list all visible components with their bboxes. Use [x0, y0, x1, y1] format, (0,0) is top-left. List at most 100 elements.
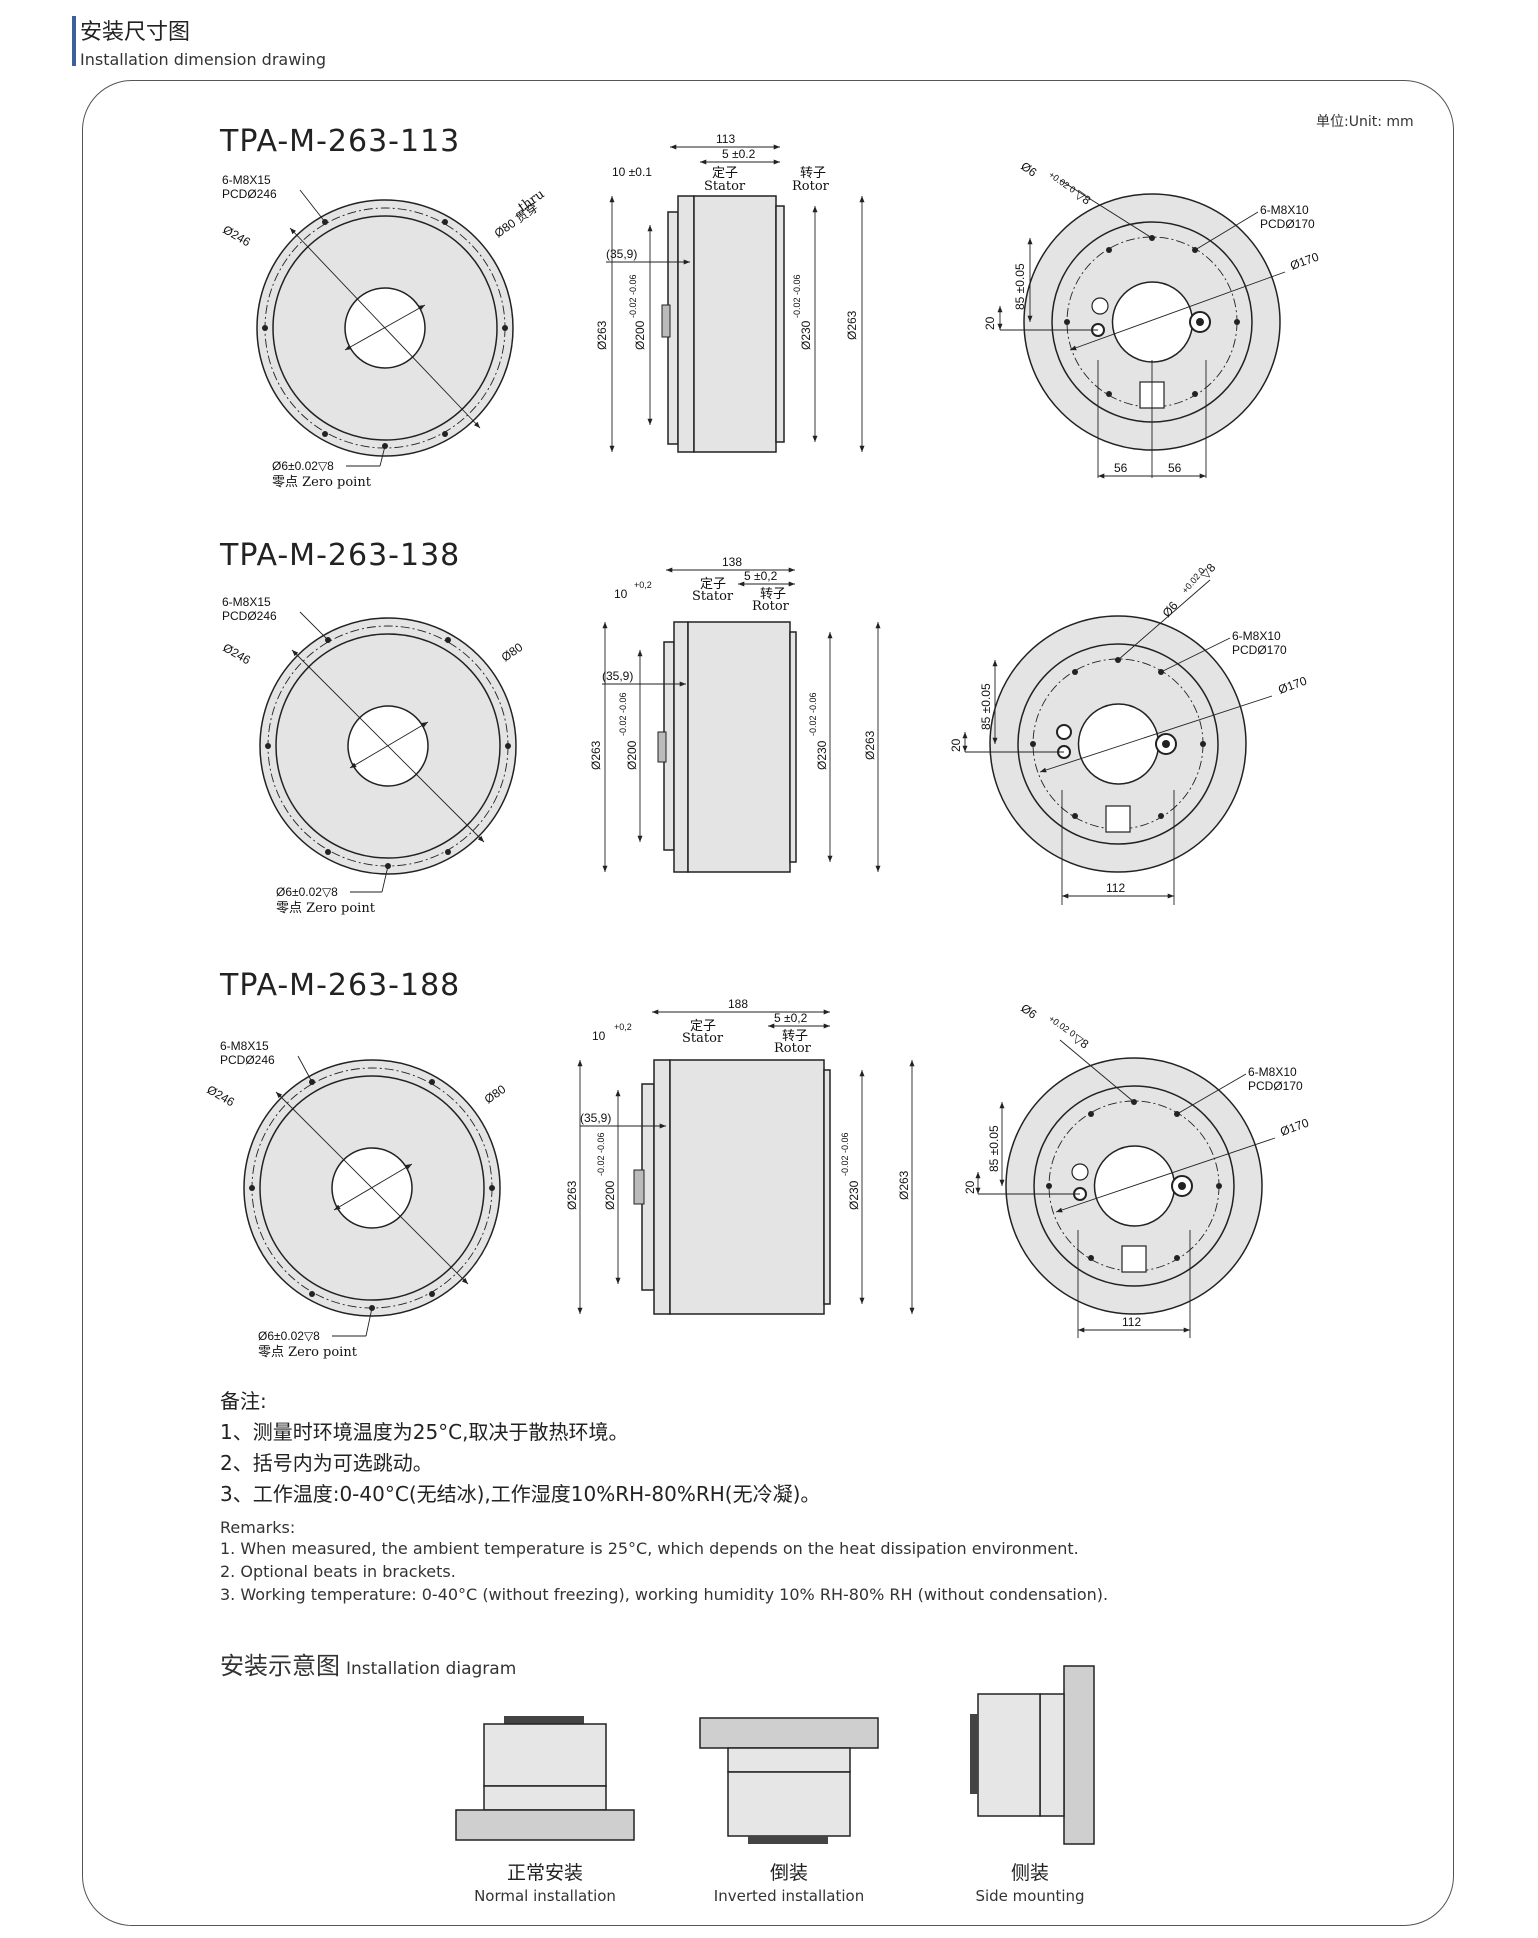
back-view-188: Ø6 +0.02 0 ▽8 6-M8X10 PCDØ170 Ø170 85 ±0… — [963, 1001, 1311, 1338]
back-pin-138: Ø6 — [1160, 598, 1181, 620]
front-zero-dim-188: Ø6±0.02▽8 — [258, 1329, 320, 1343]
front-zero-label-113: 零点 Zero point — [272, 475, 372, 490]
side-rotor-zh-138: 转子 — [760, 587, 786, 602]
note-en-3: 3. Working temperature: 0-40°C (without … — [220, 1585, 1109, 1604]
side-rotor-en-113: Rotor — [792, 179, 830, 194]
back-view-138: Ø6 +0.02 0 ▽8 6-M8X10 PCDØ170 Ø170 85 ±0… — [949, 560, 1309, 905]
back-pcd-113: PCDØ170 — [1260, 217, 1315, 231]
front-outer-138: Ø246 — [221, 640, 254, 667]
side-tol200-138: -0.02 -0.06 — [618, 692, 628, 736]
notes-section: 备注: 1、测量时环境温度为25°C,取决于散热环境。 2、括号内为可选跳动。 … — [220, 1386, 1108, 1606]
front-pcd-188: PCDØ246 — [220, 1053, 275, 1067]
section-header: 安装尺寸图 Installation dimension drawing — [72, 14, 327, 69]
install-normal-en: Normal installation — [474, 1887, 616, 1905]
side-tol200-188: -0.02 -0.06 — [596, 1132, 606, 1176]
back-view-113: Ø6 +0.02 0 ▽8 6-M8X10 PCDØ170 Ø170 85 ±0… — [983, 159, 1321, 479]
side-stator-gap-113: 10 ±0.1 — [612, 165, 652, 179]
side-tol200-113: -0.02 -0.06 — [628, 274, 638, 318]
front-view-188: 6-M8X15 PCDØ246 Ø246 Ø80 Ø6±0.02▽8 零点 Ze… — [205, 1039, 509, 1360]
side-dright-113: Ø263 — [845, 310, 859, 340]
back-holes-188: 6-M8X10 — [1248, 1065, 1297, 1079]
back-v1-188: 85 ±0.05 — [987, 1125, 1001, 1172]
model-title-188: TPA-M-263-188 — [220, 968, 461, 1003]
front-holes-113: 6-M8X15 — [222, 173, 271, 187]
back-v2-188: 20 — [963, 1180, 977, 1194]
side-stator-tol-138: +0,2 — [634, 580, 652, 590]
side-opt-138: (35,9) — [602, 669, 633, 683]
side-opt-188: (35,9) — [580, 1111, 611, 1125]
install-side-en: Side mounting — [975, 1887, 1085, 1905]
side-stator-zh-113: 定子 — [712, 166, 738, 181]
front-holes-188: 6-M8X15 — [220, 1039, 269, 1053]
side-tol230-113: -0.02 -0.06 — [792, 274, 802, 318]
install-inverted-en: Inverted installation — [713, 1887, 865, 1905]
note-zh-2: 2、括号内为可选跳动。 — [220, 1451, 433, 1475]
back-pin-188: Ø6 — [1018, 1001, 1039, 1022]
side-view-188: 188 5 ±0,2 10 +0,2 定子 Stator 转子 Rotor (3… — [565, 997, 915, 1315]
front-view-113: 6-M8X15 PCDØ246 Ø246 Ø80 贯穿 thru Ø6±0.02… — [221, 173, 548, 490]
side-rotor-zh-113: 转子 — [800, 166, 826, 181]
back-holes-113: 6-M8X10 — [1260, 203, 1309, 217]
side-view-113: 113 5 ±0.2 10 ±0.1 定子 Stator 转子 Rotor (3… — [595, 132, 865, 453]
side-stator-tol-188: +0,2 — [614, 1022, 632, 1032]
side-length-113: 113 — [716, 132, 735, 146]
side-tol230-188: -0.02 -0.06 — [840, 1132, 850, 1176]
front-outer-188: Ø246 — [205, 1082, 238, 1109]
side-d200-138: Ø200 — [625, 740, 639, 770]
back-d170-113: Ø170 — [1288, 250, 1321, 273]
back-pintol-113: +0.02 0 — [1047, 169, 1078, 195]
front-bore-138: Ø80 — [499, 640, 526, 665]
back-w2-113: 56 — [1168, 461, 1182, 475]
front-holes-138: 6-M8X15 — [222, 595, 271, 609]
install-title-zh: 安装示意图 — [220, 1652, 340, 1680]
side-stator-zh-138: 定子 — [700, 577, 726, 592]
side-d263-188: Ø263 — [565, 1180, 579, 1210]
front-view-138: 6-M8X15 PCDØ246 Ø246 Ø80 Ø6±0.02▽8 零点 Ze… — [221, 595, 526, 916]
front-outer-113: Ø246 — [221, 222, 254, 249]
side-tol230-138: -0.02 -0.06 — [808, 692, 818, 736]
install-label-normal: 正常安装 Normal installation — [415, 1858, 675, 1905]
side-d263-138: Ø263 — [589, 740, 603, 770]
front-zero-dim-138: Ø6±0.02▽8 — [276, 885, 338, 899]
side-d230-138: Ø230 — [815, 740, 829, 770]
side-rotor-en-188: Rotor — [774, 1041, 812, 1056]
back-w-188: 112 — [1122, 1315, 1141, 1329]
notes-title-en: Remarks: — [220, 1518, 296, 1537]
header-title-en: Installation dimension drawing — [80, 50, 327, 69]
install-label-side: 侧装 Side mounting — [900, 1858, 1160, 1905]
side-rotor-zh-188: 转子 — [782, 1029, 808, 1044]
front-zero-label-188: 零点 Zero point — [258, 1345, 358, 1360]
model-title-113: TPA-M-263-113 — [220, 124, 461, 159]
back-holes-138: 6-M8X10 — [1232, 629, 1281, 643]
side-d230-113: Ø230 — [799, 320, 813, 350]
back-pin-113: Ø6 — [1018, 159, 1039, 180]
inverted-installation-diagram — [699, 1717, 879, 1844]
install-side-zh: 侧装 — [1010, 1862, 1049, 1884]
install-label-inverted: 倒装 Inverted installation — [659, 1858, 919, 1905]
side-dright-138: Ø263 — [863, 730, 877, 760]
side-mounting-diagram — [970, 1665, 1095, 1845]
back-v2-113: 20 — [983, 316, 997, 330]
back-pcd-188: PCDØ170 — [1248, 1079, 1303, 1093]
notes-title-zh: 备注: — [220, 1389, 267, 1413]
back-pintol-188: +0.02 0 — [1047, 1013, 1078, 1039]
unit-label: 单位:Unit: mm — [1316, 114, 1414, 130]
front-pcd-113: PCDØ246 — [222, 187, 277, 201]
side-stator-gap-138: 10 — [614, 587, 628, 601]
side-rotor-gap-113: 5 ±0.2 — [722, 147, 756, 161]
header-title-zh: 安装尺寸图 — [80, 20, 191, 45]
side-stator-zh-188: 定子 — [690, 1019, 716, 1034]
back-d170-138: Ø170 — [1276, 674, 1309, 697]
back-w-138: 112 — [1106, 881, 1125, 895]
back-v1-113: 85 ±0.05 — [1013, 263, 1027, 310]
side-opt-113: (35,9) — [606, 247, 637, 261]
front-zero-dim-113: Ø6±0.02▽8 — [272, 459, 334, 473]
note-en-1: 1. When measured, the ambient temperatur… — [220, 1539, 1079, 1558]
back-pcd-138: PCDØ170 — [1232, 643, 1287, 657]
back-v1-138: 85 ±0.05 — [979, 683, 993, 730]
side-d230-188: Ø230 — [847, 1180, 861, 1210]
header-accent-bar — [72, 16, 76, 66]
front-pcd-138: PCDØ246 — [222, 609, 277, 623]
